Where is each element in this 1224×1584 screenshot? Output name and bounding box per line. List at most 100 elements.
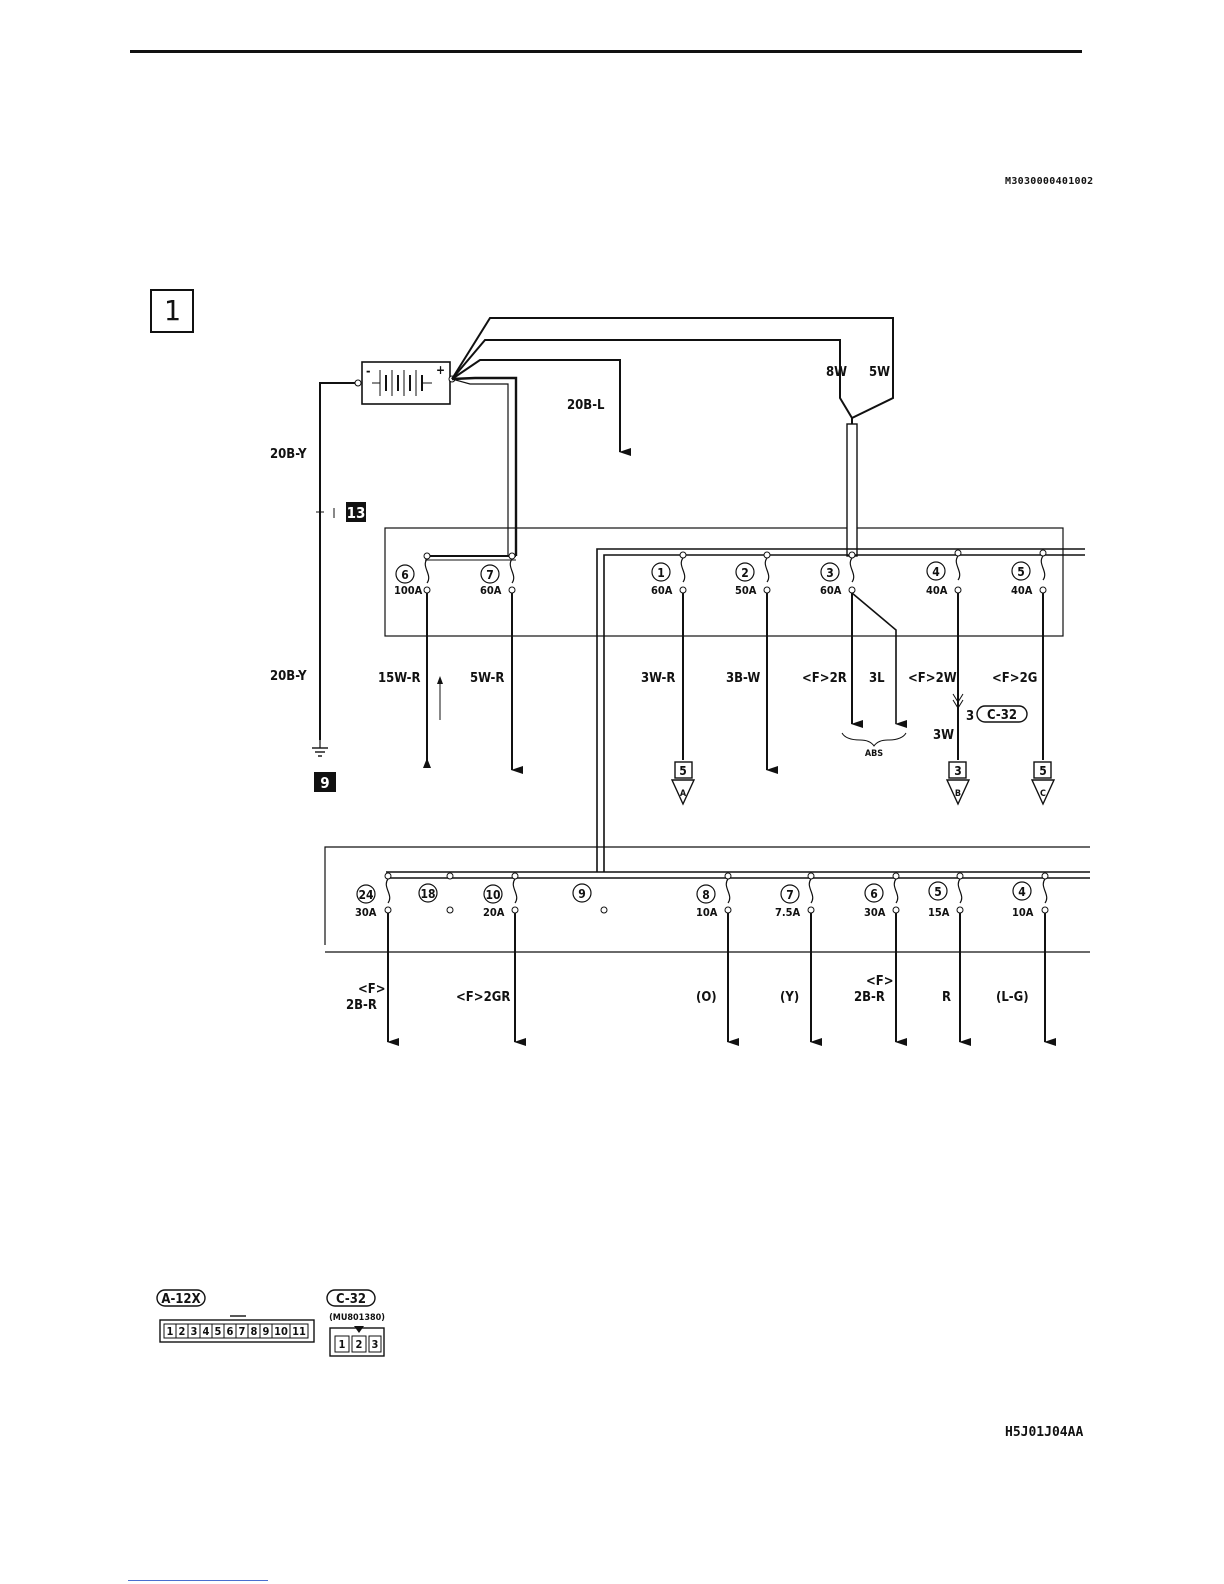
svg-text:3: 3 bbox=[372, 1338, 379, 1351]
wire-label-f-2r: <F>2R bbox=[802, 671, 847, 686]
wire-label-f-2g: <F>2G bbox=[992, 671, 1037, 686]
wire-label-lower-24-top: <F> bbox=[358, 982, 386, 997]
wire-label-lower-4: (L-G) bbox=[996, 990, 1029, 1005]
connector-ref-name: C-32 bbox=[987, 708, 1017, 723]
svg-text:10A: 10A bbox=[696, 906, 718, 919]
svg-text:8: 8 bbox=[702, 888, 710, 902]
wire-20b-y bbox=[319, 382, 355, 740]
abs-label: ABS bbox=[865, 749, 883, 759]
svg-text:A-12X: A-12X bbox=[161, 1292, 200, 1307]
wire-label-5w: 5W bbox=[869, 365, 890, 380]
svg-text:50A: 50A bbox=[735, 584, 757, 597]
svg-text:1: 1 bbox=[167, 1325, 174, 1338]
svg-text:5: 5 bbox=[1017, 565, 1025, 579]
abs-bracket bbox=[841, 732, 907, 747]
document-id: M3030000401002 bbox=[1005, 176, 1094, 187]
svg-text:B: B bbox=[955, 789, 961, 799]
svg-text:40A: 40A bbox=[1011, 584, 1033, 597]
wire-label-lower-10: <F>2GR bbox=[456, 990, 510, 1005]
wire-label-3w: 3W bbox=[933, 728, 954, 743]
wire-3l bbox=[851, 592, 907, 728]
busbar-main-inner bbox=[603, 554, 1085, 872]
diagram-code: H5J01J04AA bbox=[1005, 1425, 1084, 1440]
arrow-up bbox=[423, 758, 431, 768]
svg-text:9: 9 bbox=[578, 887, 586, 901]
svg-text:40A: 40A bbox=[926, 584, 948, 597]
svg-text:(MU801380): (MU801380) bbox=[329, 1313, 385, 1323]
target-5c: 5 C bbox=[1030, 761, 1056, 806]
wire-label-lower-5: R bbox=[942, 990, 951, 1005]
svg-text:7: 7 bbox=[486, 568, 494, 582]
fuse-4-lower: 4 10A bbox=[1012, 872, 1049, 919]
fuse-5: 5 40A bbox=[1011, 549, 1047, 597]
svg-text:+: + bbox=[436, 363, 445, 377]
top-rule bbox=[130, 50, 1082, 53]
fuse-2: 2 50A bbox=[735, 551, 771, 597]
wire-label-3l: 3L bbox=[869, 671, 885, 686]
svg-text:24: 24 bbox=[358, 888, 374, 902]
wire-label-15w-r: 15W-R bbox=[378, 671, 420, 686]
svg-text:18: 18 bbox=[420, 887, 435, 901]
svg-text:20A: 20A bbox=[483, 906, 505, 919]
svg-text:6: 6 bbox=[401, 568, 409, 582]
svg-text:10A: 10A bbox=[1012, 906, 1034, 919]
wire-label-lower-8: (O) bbox=[696, 990, 717, 1005]
wire-label-lower-6: 2B-R bbox=[854, 990, 885, 1005]
svg-text:3: 3 bbox=[954, 764, 962, 778]
svg-text:9: 9 bbox=[263, 1325, 270, 1338]
svg-text:C-32: C-32 bbox=[336, 1292, 366, 1307]
svg-text:6: 6 bbox=[227, 1325, 234, 1338]
bottom-link-line bbox=[128, 1580, 268, 1581]
junction-marker-box bbox=[346, 502, 366, 522]
wire-8w bbox=[451, 339, 853, 419]
target-3b: 3 B bbox=[945, 761, 971, 806]
wire-label-5w-r: 5W-R bbox=[470, 671, 504, 686]
svg-text:30A: 30A bbox=[864, 906, 886, 919]
wire-label-3w-r: 3W-R bbox=[641, 671, 675, 686]
wire-to-fuse-7-inner bbox=[451, 378, 509, 556]
wire-to-fuse-7 bbox=[451, 376, 518, 556]
target-5a: 5 A bbox=[670, 761, 696, 806]
fuse-9: 9 bbox=[572, 883, 608, 914]
fuse-18: 18 bbox=[418, 872, 454, 914]
connector-ref-box bbox=[976, 705, 1028, 723]
svg-text:5: 5 bbox=[679, 764, 687, 778]
wire-label-8w: 8W bbox=[826, 365, 847, 380]
junction-marker: 13 bbox=[347, 504, 366, 522]
fuse-10: 10 20A bbox=[483, 872, 519, 919]
ground-marker-box bbox=[314, 772, 336, 792]
fuse-1: 1 60A bbox=[651, 551, 687, 597]
svg-text:4: 4 bbox=[203, 1325, 210, 1338]
svg-text:1: 1 bbox=[657, 566, 665, 580]
svg-text:3: 3 bbox=[191, 1325, 198, 1338]
svg-text:4: 4 bbox=[1018, 885, 1026, 899]
connector-a-12x: A-12X 1 2 3 4 5 6 7 8 9 10 11 bbox=[156, 1289, 315, 1343]
svg-text:-: - bbox=[366, 364, 370, 378]
svg-text:60A: 60A bbox=[651, 584, 673, 597]
svg-text:15A: 15A bbox=[928, 906, 950, 919]
wire-label-3b-w: 3B-W bbox=[726, 671, 760, 686]
svg-text:A: A bbox=[680, 789, 687, 799]
wire-label-lower-7: (Y) bbox=[780, 990, 799, 1005]
svg-text:10: 10 bbox=[274, 1325, 288, 1338]
fuse-8: 8 10A bbox=[696, 872, 732, 919]
svg-text:7.5A: 7.5A bbox=[775, 906, 801, 919]
svg-text:7: 7 bbox=[786, 888, 794, 902]
svg-text:60A: 60A bbox=[480, 584, 502, 597]
svg-text:5: 5 bbox=[934, 885, 942, 899]
svg-text:C: C bbox=[1040, 789, 1046, 799]
ground-marker: 9 bbox=[320, 774, 329, 792]
fuse-6: 6 100A bbox=[394, 552, 431, 597]
wire-label-lower-6-top: <F> bbox=[866, 974, 894, 989]
fusible-link-box bbox=[384, 527, 1064, 637]
connector-ref-pin: 3 bbox=[966, 709, 974, 724]
svg-text:5: 5 bbox=[215, 1325, 222, 1338]
fuse-box-outline-top bbox=[324, 846, 1090, 945]
svg-text:6: 6 bbox=[870, 887, 878, 901]
svg-text:30A: 30A bbox=[355, 906, 377, 919]
fuse-3: 3 60A bbox=[820, 551, 856, 597]
ground-icon bbox=[312, 740, 328, 757]
fuse-5-lower: 5 15A bbox=[928, 872, 964, 919]
svg-text:3: 3 bbox=[826, 566, 834, 580]
